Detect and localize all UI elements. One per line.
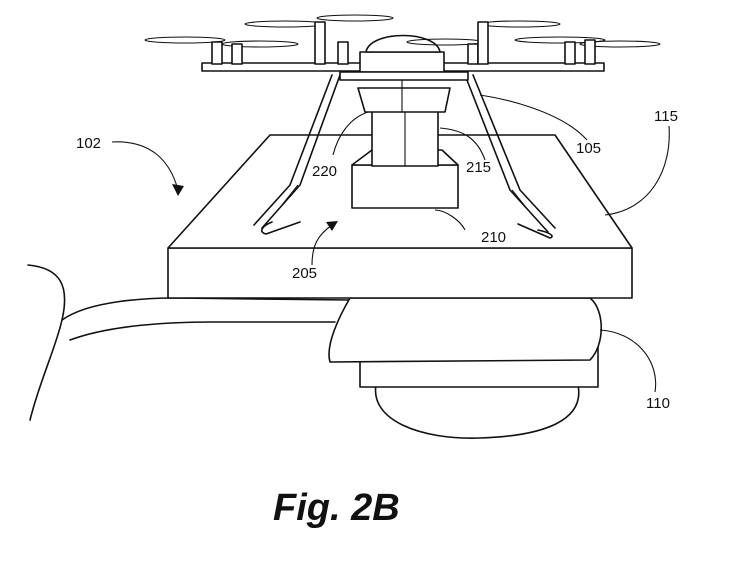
landing-legs [253, 74, 556, 239]
label-110: 110 [646, 395, 670, 412]
figure-caption: Fig. 2B [273, 487, 400, 529]
label-115: 115 [654, 108, 678, 125]
label-205: 205 [292, 265, 317, 282]
label-215: 215 [466, 159, 491, 176]
base-vehicle-110 [328, 297, 602, 439]
drone-body-105 [201, 34, 605, 81]
label-105: 105 [576, 140, 601, 157]
label-210: 210 [481, 229, 506, 246]
leader-lines [111, 94, 670, 393]
reference-labels: 102 105 110 115 205 210 215 220 [76, 108, 678, 412]
payload-container [357, 65, 451, 167]
label-220: 220 [312, 163, 337, 180]
propellers [144, 14, 661, 65]
label-102: 102 [76, 135, 101, 152]
